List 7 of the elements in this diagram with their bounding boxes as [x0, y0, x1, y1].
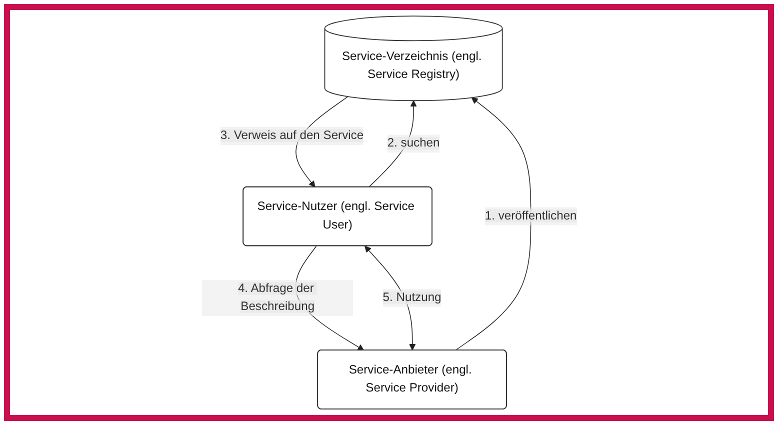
edge-label: 5. Nutzung	[382, 291, 441, 304]
arrow	[364, 246, 416, 350]
edge-label: 2. suchen	[386, 136, 440, 150]
edge-label: 4. Abfrage der Beschreibung	[238, 282, 314, 313]
arrow	[454, 97, 531, 351]
edge-label: 1. veröffentlichen	[484, 209, 576, 222]
edge-label: 3. Verweis auf den Service	[220, 129, 364, 142]
